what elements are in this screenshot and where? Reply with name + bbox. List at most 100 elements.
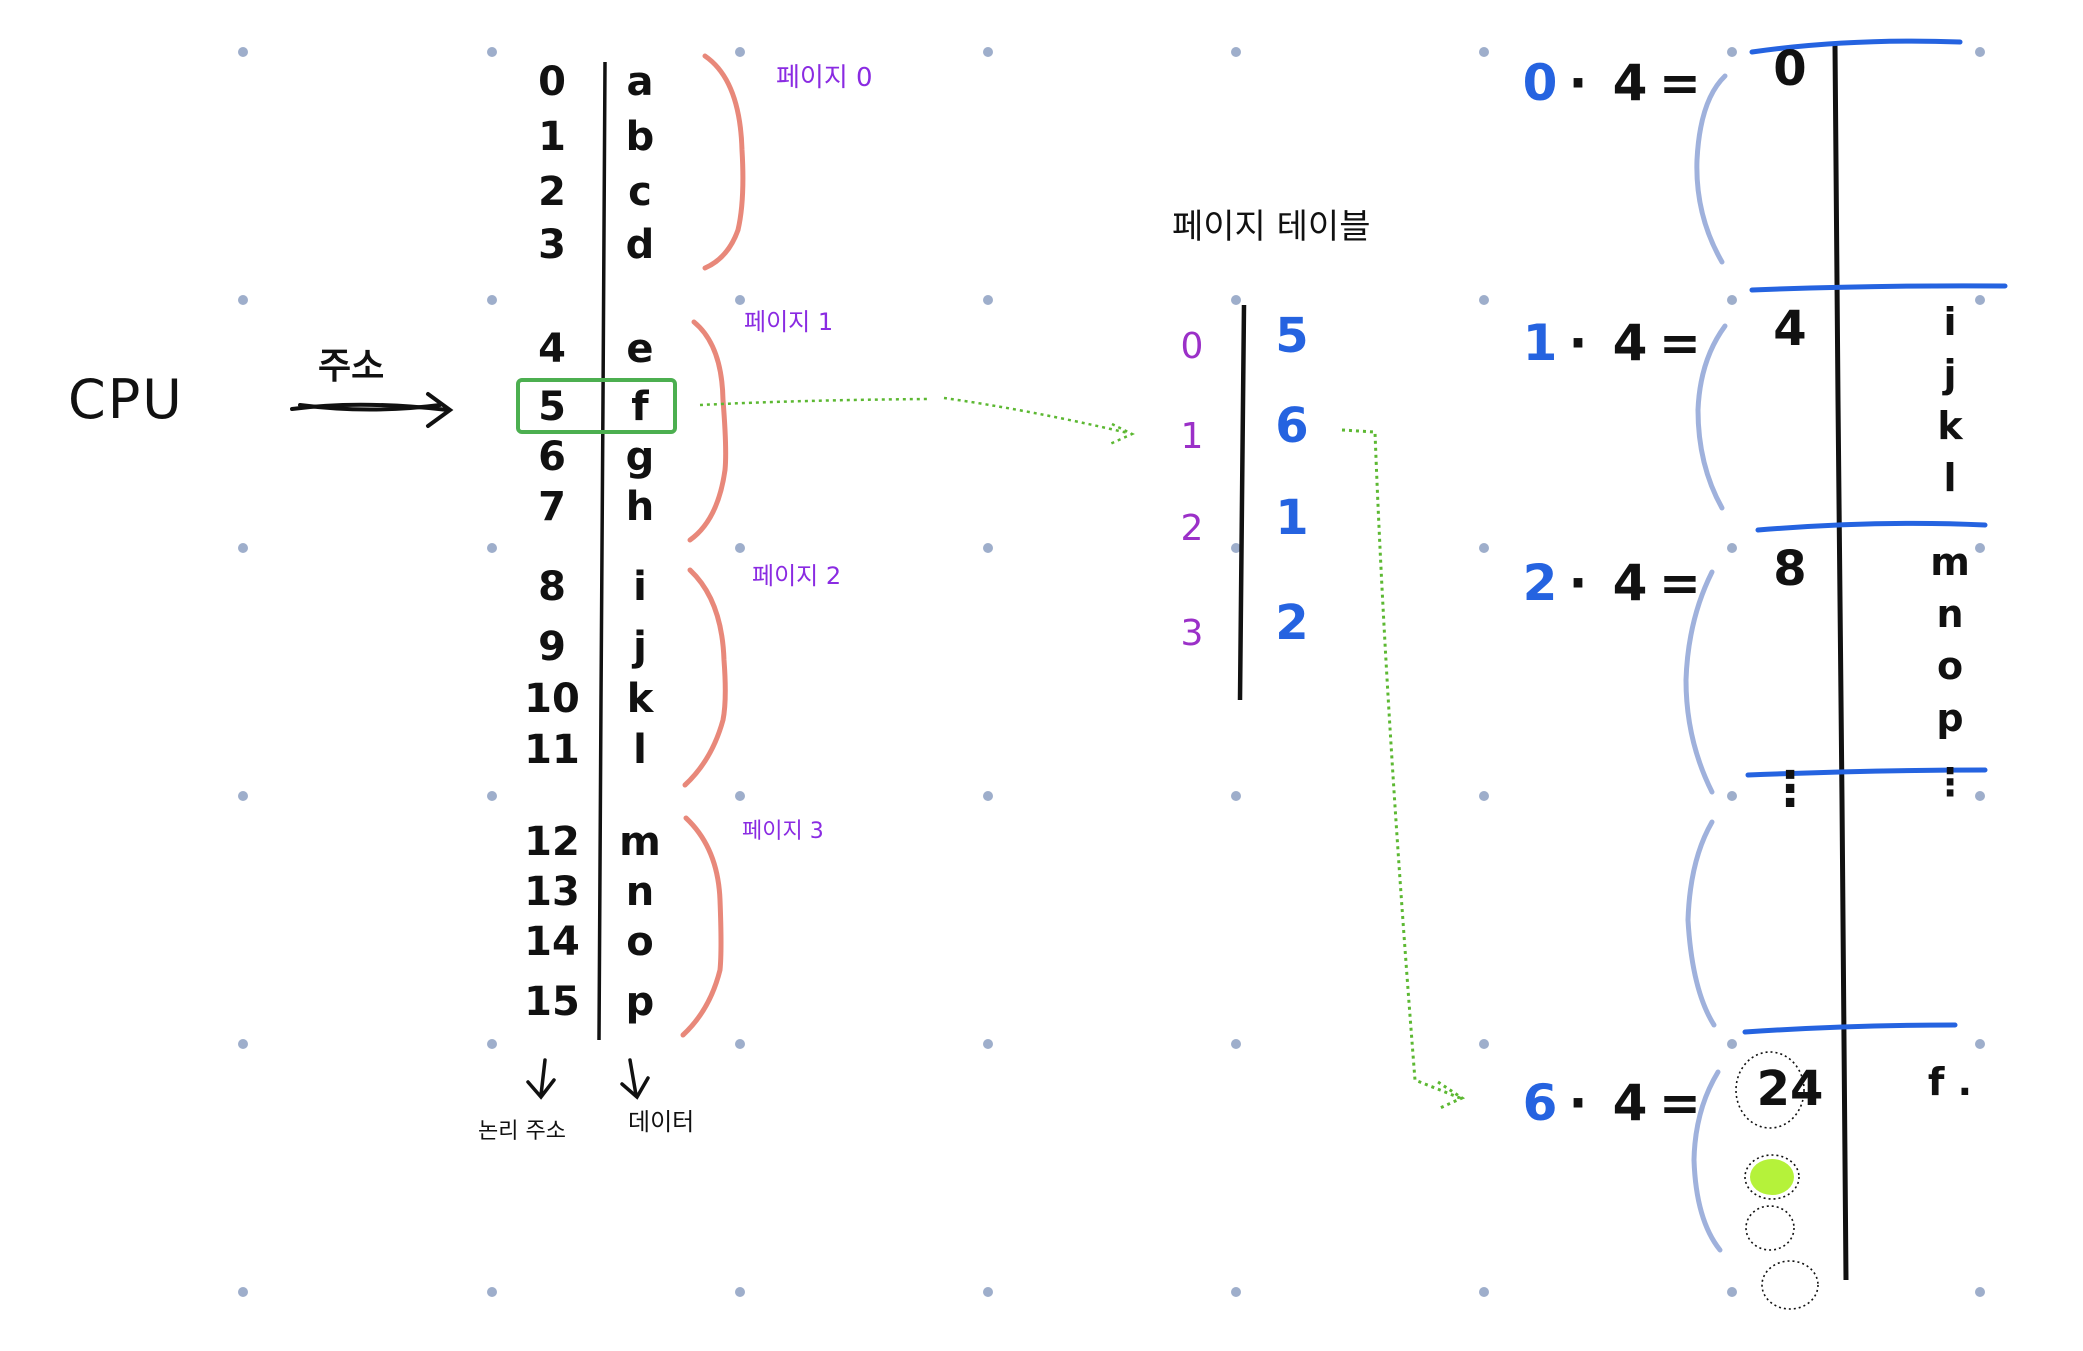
page-table-divider	[1237, 304, 1247, 701]
grid-dot	[983, 1287, 993, 1297]
data-value-j: j	[631, 624, 647, 670]
lookup-arrow	[699, 396, 1135, 446]
physical-address-4: 24	[1757, 1061, 1824, 1117]
physical-address-1: 4	[1773, 301, 1806, 357]
frame-arrow	[1341, 428, 1466, 1110]
grid-dot	[1727, 295, 1737, 305]
grid-dot	[1231, 1039, 1241, 1049]
data-value-g: g	[626, 434, 655, 480]
logical-address-10: 10	[524, 676, 580, 722]
physical-address-0: 0	[1773, 41, 1806, 97]
grid-dot	[1727, 47, 1737, 57]
logical-address-9: 9	[538, 624, 566, 670]
formula-part-1-1: ·	[1569, 314, 1588, 372]
grid-dot	[1479, 47, 1489, 57]
logical-address-0: 0	[538, 59, 566, 105]
page-brace-1	[687, 319, 729, 543]
data-value-l: l	[633, 727, 647, 773]
data-value-k: k	[627, 676, 655, 722]
grid-dot	[1727, 1287, 1737, 1297]
formula-part-4-2: 4	[1613, 1074, 1648, 1132]
cpu-label: CPU	[68, 368, 184, 431]
grid-dot	[1975, 1287, 1985, 1297]
formula-part-1-0: 1	[1523, 314, 1558, 372]
logical-address-6: 6	[538, 434, 566, 480]
grid-dot	[487, 543, 497, 553]
data-value-f: f	[631, 384, 649, 430]
formula-part-2-2: 4	[1613, 554, 1648, 612]
frame-brace-6	[1691, 1069, 1723, 1253]
grid-dot	[983, 791, 993, 801]
data-down-arrow	[620, 1058, 650, 1100]
physical-data-1-0: i	[1943, 300, 1956, 344]
logical-address-12: 12	[524, 819, 580, 865]
grid-dot	[238, 47, 248, 57]
page-table-index-2: 2	[1181, 508, 1204, 549]
grid-dot	[1975, 47, 1985, 57]
physical-data-2-1: n	[1936, 592, 1963, 636]
page-label-3: 페이지 3	[742, 819, 824, 844]
formula-part-4-1: ·	[1569, 1074, 1588, 1132]
footer-logical-address: 논리 주소	[478, 1119, 566, 1144]
data-value-o: o	[626, 919, 653, 965]
grid-dot	[487, 1287, 497, 1297]
grid-dot	[238, 791, 248, 801]
grid-dot	[238, 295, 248, 305]
grid-dot	[1975, 791, 1985, 801]
grid-dot	[1727, 1039, 1737, 1049]
grid-dot	[1727, 543, 1737, 553]
physical-data-2-2: o	[1937, 644, 1963, 688]
logical-down-arrow	[526, 1058, 556, 1100]
formula-part-2-0: 2	[1523, 554, 1558, 612]
page-label-1: 페이지 1	[744, 308, 833, 336]
data-value-p: p	[626, 979, 655, 1025]
logical-address-15: 15	[524, 979, 580, 1025]
page-table-frame-2: 1	[1275, 490, 1308, 546]
logical-address-1: 1	[538, 114, 566, 160]
physical-data-3-0: ⋮	[1931, 760, 1969, 804]
page-brace-3	[680, 815, 724, 1038]
formula-part-0-3: =	[1659, 54, 1701, 112]
grid-dot	[735, 295, 745, 305]
data-value-i: i	[633, 564, 647, 610]
physical-data-2-0: m	[1930, 540, 1970, 584]
formula-part-1-3: =	[1659, 314, 1701, 372]
frame-boundary-1	[1749, 283, 2008, 293]
data-value-a: a	[627, 59, 654, 105]
page-label-2: 페이지 2	[752, 562, 841, 590]
grid-dots	[238, 47, 1985, 1297]
grid-dot	[487, 1039, 497, 1049]
grid-dot	[1231, 791, 1241, 801]
physical-data-4-0: f .	[1928, 1060, 1972, 1104]
grid-dot	[1479, 1039, 1489, 1049]
frame-slot-circle-24	[1735, 1051, 1805, 1129]
physical-data-1-2: k	[1937, 404, 1963, 448]
grid-dot	[238, 543, 248, 553]
page-brace-2	[682, 567, 728, 788]
grid-dot	[487, 791, 497, 801]
physical-data-1-1: j	[1941, 352, 1956, 396]
frame-boundary-0	[1749, 38, 1963, 55]
physical-data-1-3: l	[1943, 456, 1956, 500]
page-table-index-1: 1	[1181, 416, 1204, 457]
green-dot	[1750, 1159, 1794, 1195]
grid-dot	[1479, 1287, 1489, 1297]
grid-dot	[487, 295, 497, 305]
physical-divider	[1832, 44, 1849, 1281]
grid-dot	[983, 47, 993, 57]
logical-address-3: 3	[538, 222, 566, 268]
address-arrow	[290, 392, 454, 428]
formula-part-4-3: =	[1659, 1074, 1701, 1132]
data-value-d: d	[626, 222, 655, 268]
data-value-m: m	[619, 819, 661, 865]
physical-address-2: 8	[1773, 541, 1806, 597]
frame-boundary-6	[1742, 1022, 1958, 1035]
data-value-e: e	[626, 326, 653, 372]
data-value-c: c	[628, 169, 652, 215]
frame-slot-circle-3	[1745, 1205, 1795, 1251]
physical-memory	[1683, 38, 2008, 1310]
grid-dot	[735, 1287, 745, 1297]
page-brace-0	[702, 53, 746, 271]
